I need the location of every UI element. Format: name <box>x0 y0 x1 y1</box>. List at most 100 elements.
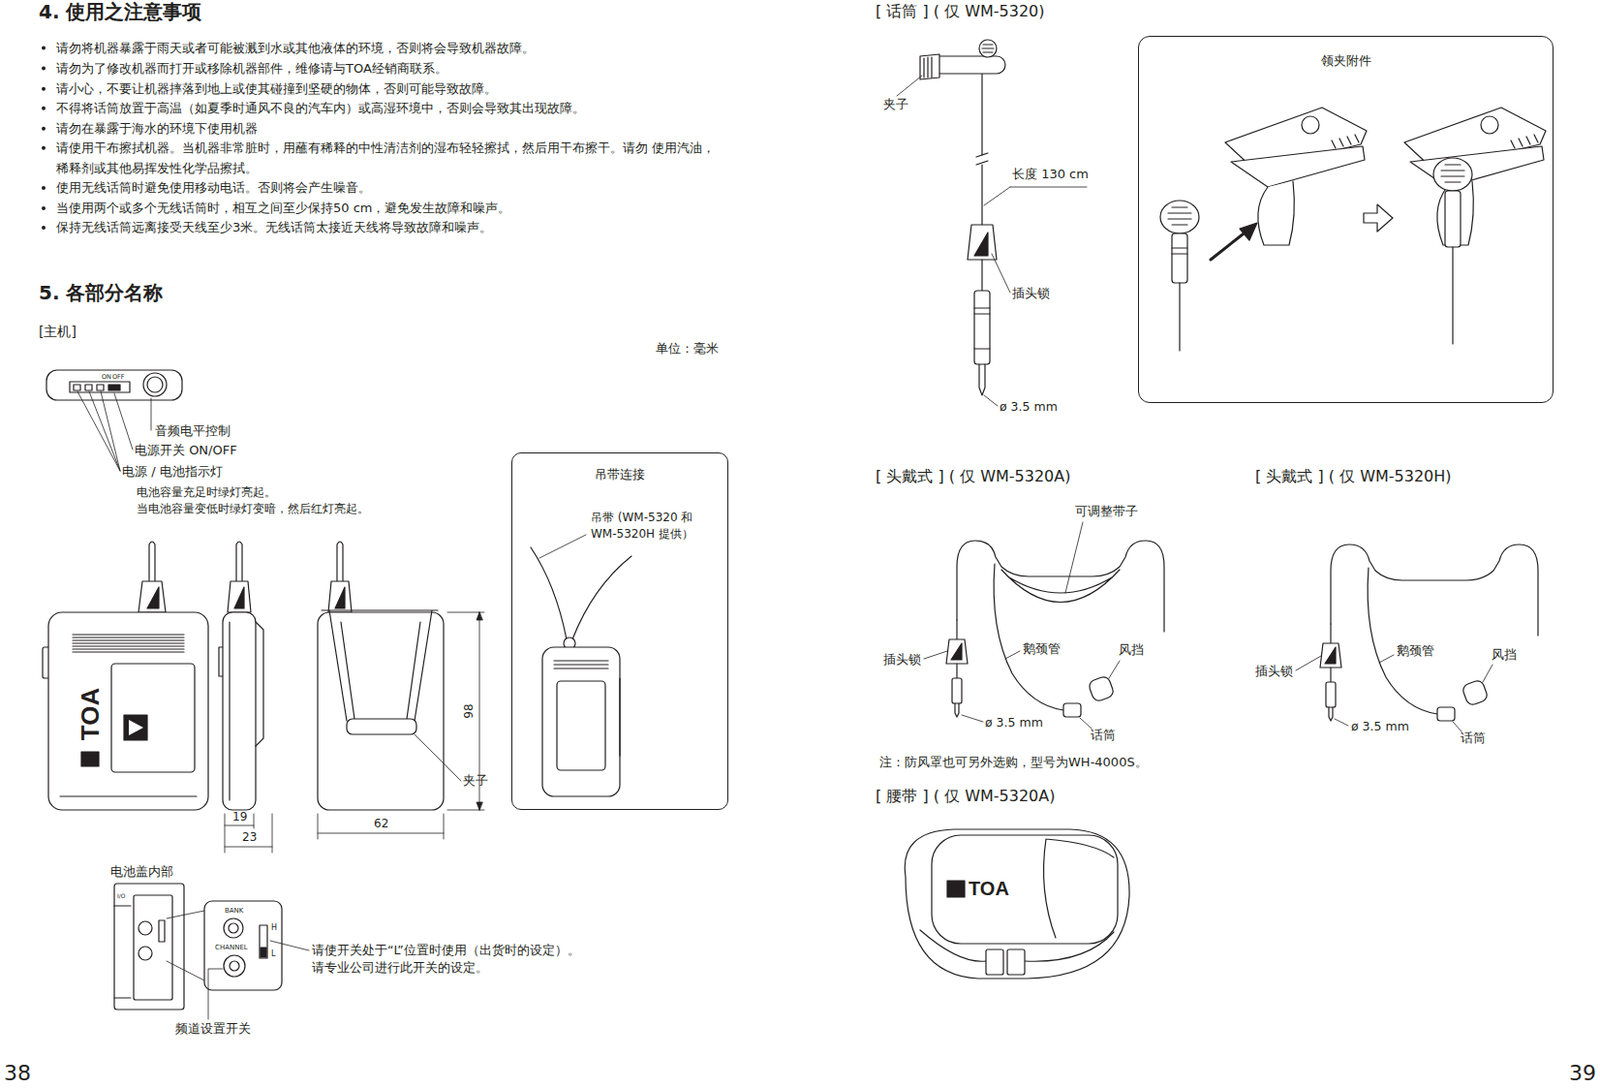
leader-line <box>1108 660 1120 678</box>
transmitter-top-view <box>143 372 167 397</box>
belt-pouch <box>1007 949 1025 975</box>
headset-microphone <box>1063 703 1081 717</box>
caution-item: 当使用两个或多个无线话筒时，相互之间至少保持50 cm，避免发生故障和噪声。 <box>56 200 512 216</box>
part-label: 夹子 <box>883 96 909 113</box>
transmitter-back-view <box>317 612 444 810</box>
lapel-clip-attachment <box>1301 116 1320 134</box>
transmitter-front-view <box>138 581 166 613</box>
caution-item: 请小心，不要让机器摔落到地上或使其碰撞到坚硬的物体，否则可能导致故障。 <box>56 81 497 97</box>
lapel-clip-attachment <box>1404 107 1546 246</box>
caution-item: 保持无线话筒远离接受天线至少3米。无线话筒太接近天线将导致故障和噪声。 <box>56 219 493 236</box>
channel-switch-detail <box>223 918 244 938</box>
bullet-dot <box>41 126 46 131</box>
lavalier-microphone <box>981 259 983 291</box>
headset-microphone <box>956 540 1165 632</box>
dimension-line <box>317 813 444 839</box>
lanyard-illustration <box>539 534 586 558</box>
switch-marking: BANK <box>224 906 244 916</box>
headset-microphone <box>1001 569 1120 603</box>
lavalier-microphone <box>923 57 932 78</box>
battery-compartment <box>114 883 185 1010</box>
part-label: 吊带 (WM-5320 和 WM-5320H 提供） <box>590 509 708 543</box>
headset-microphone <box>1329 623 1331 644</box>
part-label: 鹅颈管 <box>1396 643 1435 659</box>
headset-microphone <box>1328 707 1333 721</box>
part-label: 插头锁 <box>1012 285 1050 302</box>
headset-microphone <box>1320 544 1539 721</box>
channel-switch-detail <box>259 924 268 958</box>
leader-line <box>991 253 1011 293</box>
caution-item: 请勿为了修改机器而打开或移除机器部件，维修请与TOA经销商联系。 <box>56 61 448 77</box>
headset-microphone <box>954 703 959 717</box>
caution-item: 请使用干布擦拭机器。当机器非常脏时，用蘸有稀释的中性清洁剂的湿布轻轻擦拭，然后用… <box>56 137 735 179</box>
headset-microphone <box>955 619 957 640</box>
headset-microphone <box>1330 544 1539 636</box>
unit-note: 单位：毫米 <box>655 340 719 357</box>
dimension-value: 长度 130 cm <box>1012 166 1089 183</box>
leader-line <box>1079 717 1092 729</box>
lanyard-illustration <box>618 677 620 756</box>
battery-compartment <box>133 894 173 1000</box>
panel-title: 吊带连接 <box>512 466 728 484</box>
switch-note: 请使开关处于“L”位置时使用（出货时的设定）。 请专业公司进行此开关的设定。 <box>311 941 632 977</box>
transmitter-side-view <box>255 621 264 746</box>
battery-compartment <box>114 883 185 1010</box>
leader-line <box>961 714 984 722</box>
headset-microphone <box>946 540 1165 717</box>
leader-line <box>1379 654 1394 663</box>
channel-switch-detail <box>166 900 282 990</box>
lapel-clip-attachment <box>1230 146 1365 187</box>
transmitter-back-view <box>335 586 345 609</box>
headset-microphone <box>1325 681 1336 708</box>
subsection-heading: [主机] <box>38 323 77 341</box>
lapel-clip-attachment <box>1451 246 1453 344</box>
transmitter-top-view <box>69 381 130 393</box>
lapel-clip-attachment <box>1171 233 1188 283</box>
bullet-dot <box>41 225 46 230</box>
lavalier-microphone <box>974 307 990 349</box>
transmitter-front-view <box>81 751 99 767</box>
battery-compartment <box>158 920 165 942</box>
lavalier-microphone <box>976 153 988 165</box>
leader-line <box>270 940 309 951</box>
lavalier-microphone <box>974 232 988 256</box>
transmitter-top-view <box>85 384 93 391</box>
caution-item: 使用无线话筒时避免使用移动电话。否则将会产生噪音。 <box>56 180 371 196</box>
lapel-clip-attachment <box>1331 134 1359 149</box>
leader-line <box>414 734 462 781</box>
headset-microphone <box>1329 667 1331 682</box>
lapel-clip-attachment <box>1160 200 1200 234</box>
part-label: 频道设置开关 <box>175 1020 251 1037</box>
subsection-heading: [ 头戴式 ] ( 仅 WM-5320A) <box>875 466 1071 487</box>
switch-marking: ON <box>101 372 112 381</box>
part-label: 电源开关 ON/OFF <box>134 442 238 459</box>
indicator-note: 电池容量充足时绿灯亮起。 当电池容量变低时绿灯变暗，然后红灯亮起。 <box>136 484 389 518</box>
leader-line <box>923 650 948 659</box>
bullet-dot <box>41 66 46 71</box>
lavalier-microphone <box>982 44 994 53</box>
switch-marking: CHANNEL <box>215 943 248 953</box>
dimension-line <box>224 612 485 853</box>
lavalier-microphone <box>920 54 940 80</box>
transmitter-front-view <box>72 634 185 652</box>
lapel-clip-attachment <box>1225 107 1367 246</box>
bullet-dot <box>41 87 46 92</box>
headset-microphone <box>993 563 1064 710</box>
belt-pouch <box>904 829 1130 979</box>
leader-line <box>923 522 1493 732</box>
transmitter-back-view <box>321 610 438 721</box>
caution-item: 不得将话筒放置于高温（如夏季时通风不良的汽车内）或高湿环境中，否则会导致其出现故… <box>56 100 585 117</box>
part-label: 插头锁 <box>1255 663 1293 679</box>
lavalier-microphone <box>981 73 983 225</box>
channel-switch-detail <box>229 960 240 971</box>
headset-microphone <box>1087 675 1115 703</box>
transmitter-front-view <box>60 795 197 797</box>
transmitter-side-view <box>236 541 243 582</box>
leader-line <box>208 968 223 1019</box>
lapel-clip-attachment <box>1239 222 1258 241</box>
subsection-heading: [ 头戴式 ] ( 仅 WM-5320H) <box>1255 466 1452 487</box>
headset-microphone <box>1461 678 1489 707</box>
lavalier-microphone <box>979 39 997 58</box>
channel-switch-detail <box>228 923 239 933</box>
leader-line <box>896 75 1087 406</box>
